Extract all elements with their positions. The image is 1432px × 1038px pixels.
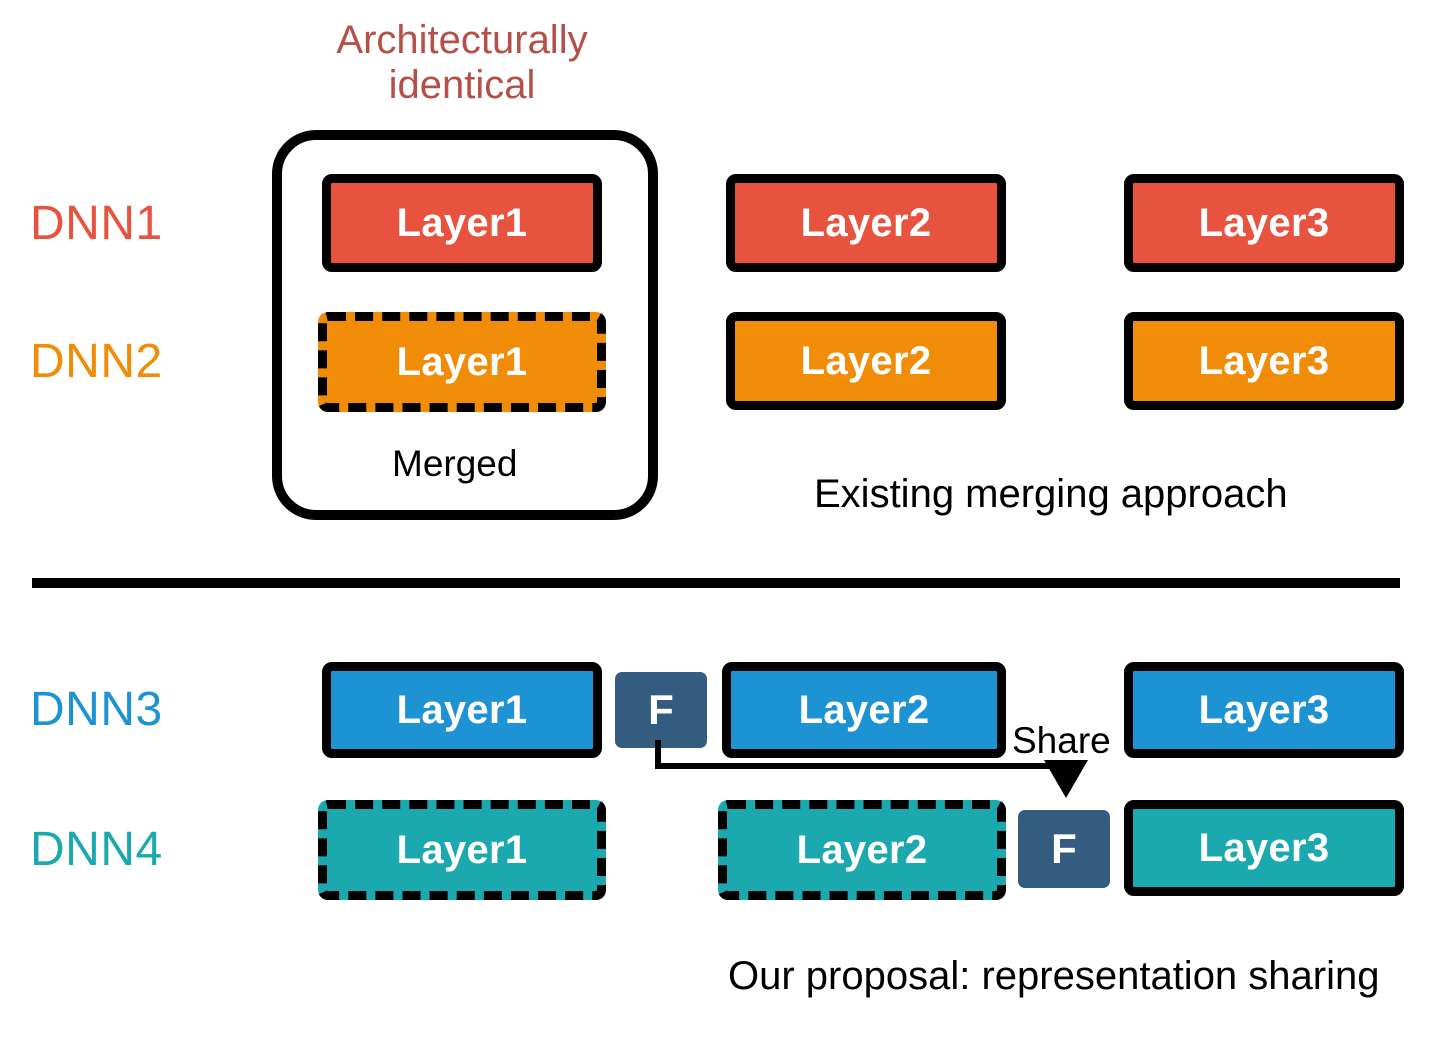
layer-box-dnn3-layer1[interactable]: Layer1 — [322, 662, 602, 758]
layer-box-dnn3-layer2[interactable]: Layer2 — [722, 662, 1006, 758]
row-label-dnn3: DNN3 — [30, 683, 163, 736]
row-label-dnn1: DNN1 — [30, 197, 163, 250]
layer-box-dnn4-layer2[interactable]: Layer2 — [718, 800, 1006, 900]
layer-box-dnn1-layer3[interactable]: Layer3 — [1124, 174, 1404, 272]
row-label-dnn2: DNN2 — [30, 335, 163, 388]
function-box-dnn3[interactable]: F — [615, 672, 707, 748]
layer-box-dnn4-layer1[interactable]: Layer1 — [318, 800, 606, 900]
layer-box-dnn2-layer2[interactable]: Layer2 — [726, 312, 1006, 410]
architecturally-identical-annotation: Architecturally identical — [336, 18, 588, 107]
share-arrow-icon — [655, 740, 1088, 798]
existing-approach-caption: Existing merging approach — [814, 472, 1288, 516]
layer-box-dnn4-layer3[interactable]: Layer3 — [1124, 800, 1404, 896]
layer-box-dnn1-layer1[interactable]: Layer1 — [322, 174, 602, 272]
merged-label: Merged — [392, 443, 518, 484]
layer-box-dnn2-layer1[interactable]: Layer1 — [318, 312, 606, 412]
section-divider — [32, 578, 1400, 588]
proposal-caption: Our proposal: representation sharing — [728, 954, 1380, 998]
row-label-dnn4: DNN4 — [30, 823, 163, 876]
merged-group-container — [272, 130, 658, 520]
layer-box-dnn1-layer2[interactable]: Layer2 — [726, 174, 1006, 272]
layer-box-dnn2-layer3[interactable]: Layer3 — [1124, 312, 1404, 410]
layer-box-dnn3-layer3[interactable]: Layer3 — [1124, 662, 1404, 758]
function-box-dnn4[interactable]: F — [1018, 810, 1110, 888]
share-label: Share — [1012, 720, 1111, 761]
